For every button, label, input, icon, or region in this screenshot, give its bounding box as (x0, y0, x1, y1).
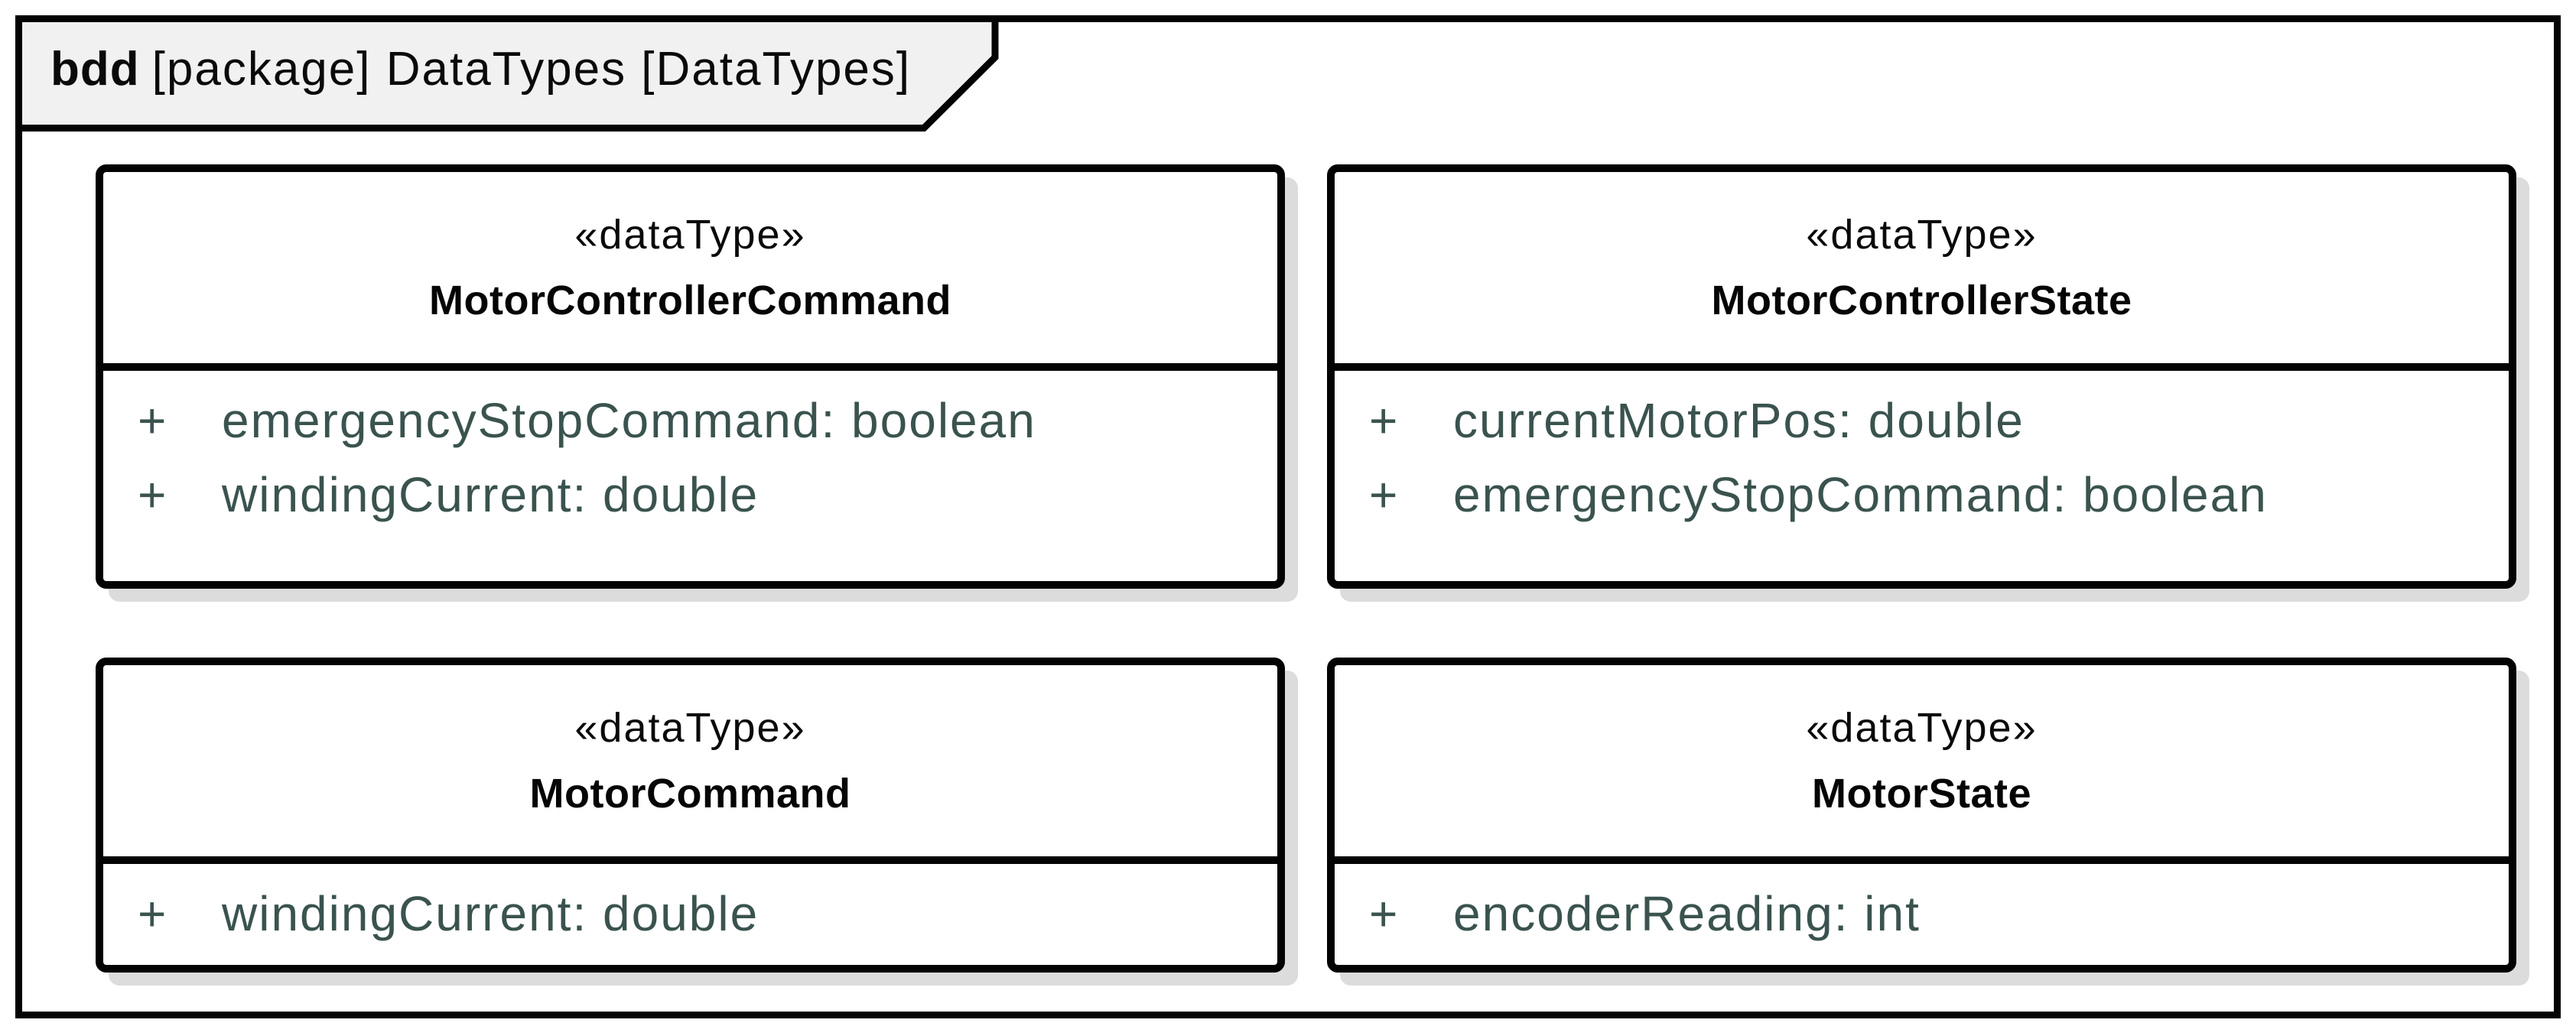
attributes-compartment: + windingCurrent: double (103, 864, 1277, 965)
attribute-text: windingCurrent: double (222, 885, 759, 941)
block-motor-controller-command[interactable]: «dataType» MotorControllerCommand + emer… (96, 164, 1285, 589)
attribute-text: encoderReading: int (1453, 885, 1921, 941)
name-compartment: «dataType» MotorCommand (103, 665, 1277, 864)
block-name: MotorState (1812, 771, 2031, 817)
block-stereotype: «dataType» (1806, 212, 2038, 258)
block-motor-state[interactable]: «dataType» MotorState + encoderReading: … (1327, 658, 2516, 973)
attribute-row[interactable]: + windingCurrent: double (103, 876, 1277, 950)
visibility-marker: + (1369, 466, 1398, 522)
frame-tab-label: bdd [package] DataTypes [DataTypes] (15, 15, 909, 122)
frame-keyword: bdd (50, 42, 140, 96)
visibility-marker: + (138, 885, 167, 941)
name-compartment: «dataType» MotorState (1335, 665, 2509, 864)
block-name: MotorCommand (529, 771, 851, 817)
block-name: MotorControllerCommand (429, 278, 951, 323)
attribute-text: windingCurrent: double (222, 466, 759, 522)
visibility-marker: + (138, 466, 167, 522)
visibility-marker: + (1369, 392, 1398, 448)
attribute-text: currentMotorPos: double (1453, 392, 2025, 448)
block-stereotype: «dataType» (574, 705, 806, 751)
attribute-row[interactable]: + emergencyStopCommand: boolean (103, 383, 1277, 457)
attribute-row[interactable]: + windingCurrent: double (103, 457, 1277, 531)
attributes-compartment: + currentMotorPos: double + emergencySto… (1335, 371, 2509, 581)
attribute-text: emergencyStopCommand: boolean (222, 392, 1036, 448)
attributes-compartment: + emergencyStopCommand: boolean + windin… (103, 371, 1277, 581)
attribute-text: emergencyStopCommand: boolean (1453, 466, 2268, 522)
name-compartment: «dataType» MotorControllerCommand (103, 172, 1277, 371)
attribute-row[interactable]: + encoderReading: int (1335, 876, 2509, 950)
attribute-row[interactable]: + currentMotorPos: double (1335, 383, 2509, 457)
block-name: MotorControllerState (1711, 278, 2132, 323)
name-compartment: «dataType» MotorControllerState (1335, 172, 2509, 371)
frame-tab (15, 15, 999, 132)
frame-tab-shape (15, 15, 999, 132)
block-stereotype: «dataType» (574, 212, 806, 258)
block-motor-command[interactable]: «dataType» MotorCommand + windingCurrent… (96, 658, 1285, 973)
frame-title: [package] DataTypes [DataTypes] (151, 42, 912, 96)
block-stereotype: «dataType» (1806, 705, 2038, 751)
visibility-marker: + (138, 392, 167, 448)
visibility-marker: + (1369, 885, 1398, 941)
block-motor-controller-state[interactable]: «dataType» MotorControllerState + curren… (1327, 164, 2516, 589)
attributes-compartment: + encoderReading: int (1335, 864, 2509, 965)
attribute-row[interactable]: + emergencyStopCommand: boolean (1335, 457, 2509, 531)
